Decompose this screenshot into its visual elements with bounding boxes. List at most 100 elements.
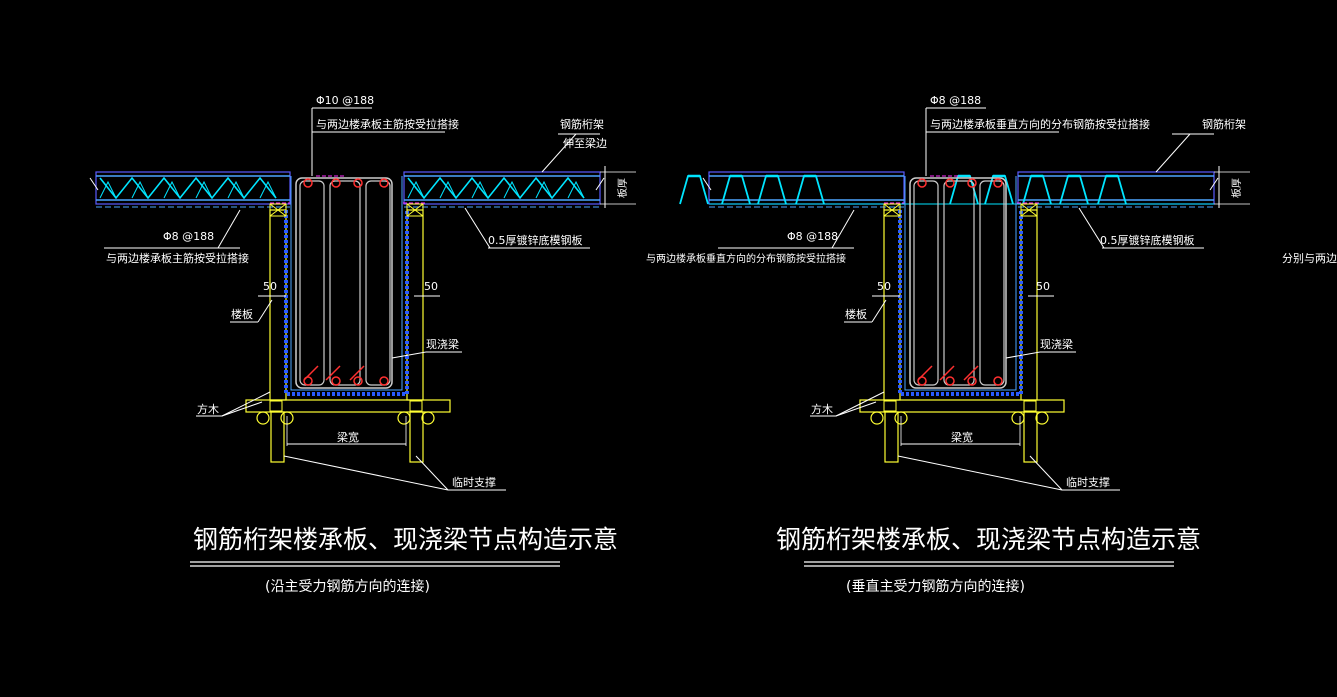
bottom-rebar-1 [331,376,341,386]
left-top-bar-note: 与两边楼承板主筋按受拉搭接 [316,117,459,131]
beam-concrete-edge [290,176,403,391]
timber-block-1 [1023,400,1037,412]
left-labels: Φ10 @188 与两边楼承板主筋按受拉搭接 钢筋桁架 伸至梁边 板厚 Φ8 @… [106,94,629,595]
bearing-block-1 [1020,203,1038,217]
stirrup-outer [909,177,1007,389]
left-timber-label: 方木 [197,402,219,416]
top-rebar-1 [331,178,341,188]
bottom-rebar-3 [379,376,389,386]
truss-web-1-472 [471,180,489,199]
left-dim-50-right: 50 [424,280,438,293]
timber-block-0 [883,400,897,412]
stirrup-hook-1 [939,365,955,381]
right-geometry [679,107,1250,567]
left-floor-label: 楼板 [231,307,253,321]
stirrup-inner-3 [979,180,1005,386]
prop-left [884,411,899,463]
stirrup-hook-0 [917,365,933,381]
top-rebar-0 [303,178,313,188]
top-rebar-2 [967,178,977,188]
right-bottom-bar-note: 与两边楼承板垂直方向的分布钢筋按受拉搭接 [646,252,846,265]
round-timber-3 [421,411,435,425]
stirrup-inner-2 [943,180,975,386]
truss-web-1-568 [567,180,585,199]
beam-formwork [284,210,409,396]
truss-web-1-504 [503,180,521,199]
stirrup-hook-2 [349,365,365,381]
top-rebar-0 [917,178,927,188]
stirrup-hook-2 [963,365,979,381]
left-support-label: 临时支撑 [452,475,496,489]
round-timber-0 [256,411,270,425]
right-dim-50-left: 50 [877,280,891,293]
truss-web-0-100 [99,180,117,199]
truss-zigzag-0 [99,176,277,200]
right-node-detail: Φ8 @188 与两边楼承板垂直方向的分布钢筋按受拉搭接 钢筋桁架 板厚 Φ8 … [646,94,1337,595]
left-bottom-bar-note: 与两边楼承板主筋按受拉搭接 [106,251,249,265]
left-subtitle: (沿主受力钢筋方向的连接) [265,578,430,595]
leader-support-1 [283,455,449,491]
bearing-x2-1 [406,203,424,217]
timber-block-0 [269,400,283,412]
bearing-x2-1 [1020,203,1038,217]
prop-right [409,411,424,463]
bottom-rebar-2 [967,376,977,386]
bearing-block-0 [269,203,287,217]
right-bottom-bar-label: Φ8 @188 [787,230,838,243]
left-deck-note: 0.5厚镀锌底模钢板 [488,233,583,247]
top-rebar-3 [993,178,1003,188]
bottom-rebar-2 [353,376,363,386]
right-edge-note: 分别与两边楼 [1282,251,1337,265]
leader-floor [871,299,887,323]
right-top-bar-label: Φ8 @188 [930,94,981,107]
right-width-label: 梁宽 [951,430,973,444]
left-top-bar-label: Φ10 @188 [316,94,374,107]
leader-support-2 [415,455,449,491]
truss-web-0-132 [131,180,149,199]
right-support-label: 临时支撑 [1066,475,1110,489]
right-labels: Φ8 @188 与两边楼承板垂直方向的分布钢筋按受拉搭接 钢筋桁架 板厚 Φ8 … [646,94,1337,595]
truss-zigzag-1 [407,176,585,200]
left-geometry [89,107,636,567]
bearing-block-0 [883,203,901,217]
right-truss-label: 钢筋桁架 [1202,117,1246,131]
left-title: 钢筋桁架楼承板、现浇梁节点构造示意 [193,525,618,554]
slab-outline-0 [95,171,291,205]
truss-web-1-536 [535,180,553,199]
leader-timber-1 [221,401,263,417]
left-node-detail: Φ10 @188 与两边楼承板主筋按受拉搭接 钢筋桁架 伸至梁边 板厚 Φ8 @… [89,94,636,595]
break-mark-left [89,177,99,191]
leader-timber-2 [835,391,885,417]
beam-concrete-edge [904,176,1017,391]
top-rebar-3 [379,178,389,188]
truss-web-0-164 [163,180,181,199]
leader-timber-2 [221,391,271,417]
truss-web-0-196 [195,180,213,199]
leader-support-2 [1029,455,1063,491]
leader-truss [1155,133,1191,173]
stirrup-hook-1 [325,365,341,381]
truss-web-1-440 [439,180,457,199]
slab-outline-1 [403,171,601,205]
right-slab-dim: 板厚 [1230,178,1243,198]
bearing-x2-0 [883,203,901,217]
stirrup-outer [295,177,393,389]
bearing-x2-0 [269,203,287,217]
right-top-bar-note: 与两边楼承板垂直方向的分布钢筋按受拉搭接 [930,117,1150,131]
right-beam-label: 现浇梁 [1040,337,1073,351]
leader-deck [1078,207,1105,249]
timber-block-1 [409,400,423,412]
prop-left [270,411,285,463]
left-truss-label: 钢筋桁架 [560,117,604,131]
round-timber-3 [1035,411,1049,425]
leader-beam [1005,351,1041,359]
leader-timber-1 [835,401,877,417]
leader-deck [464,207,491,249]
stirrup-hook-0 [303,365,319,381]
bearing-block-1 [406,203,424,217]
break-mark-right [1209,177,1219,191]
right-timber-label: 方木 [811,402,833,416]
leader-truss [541,133,577,173]
